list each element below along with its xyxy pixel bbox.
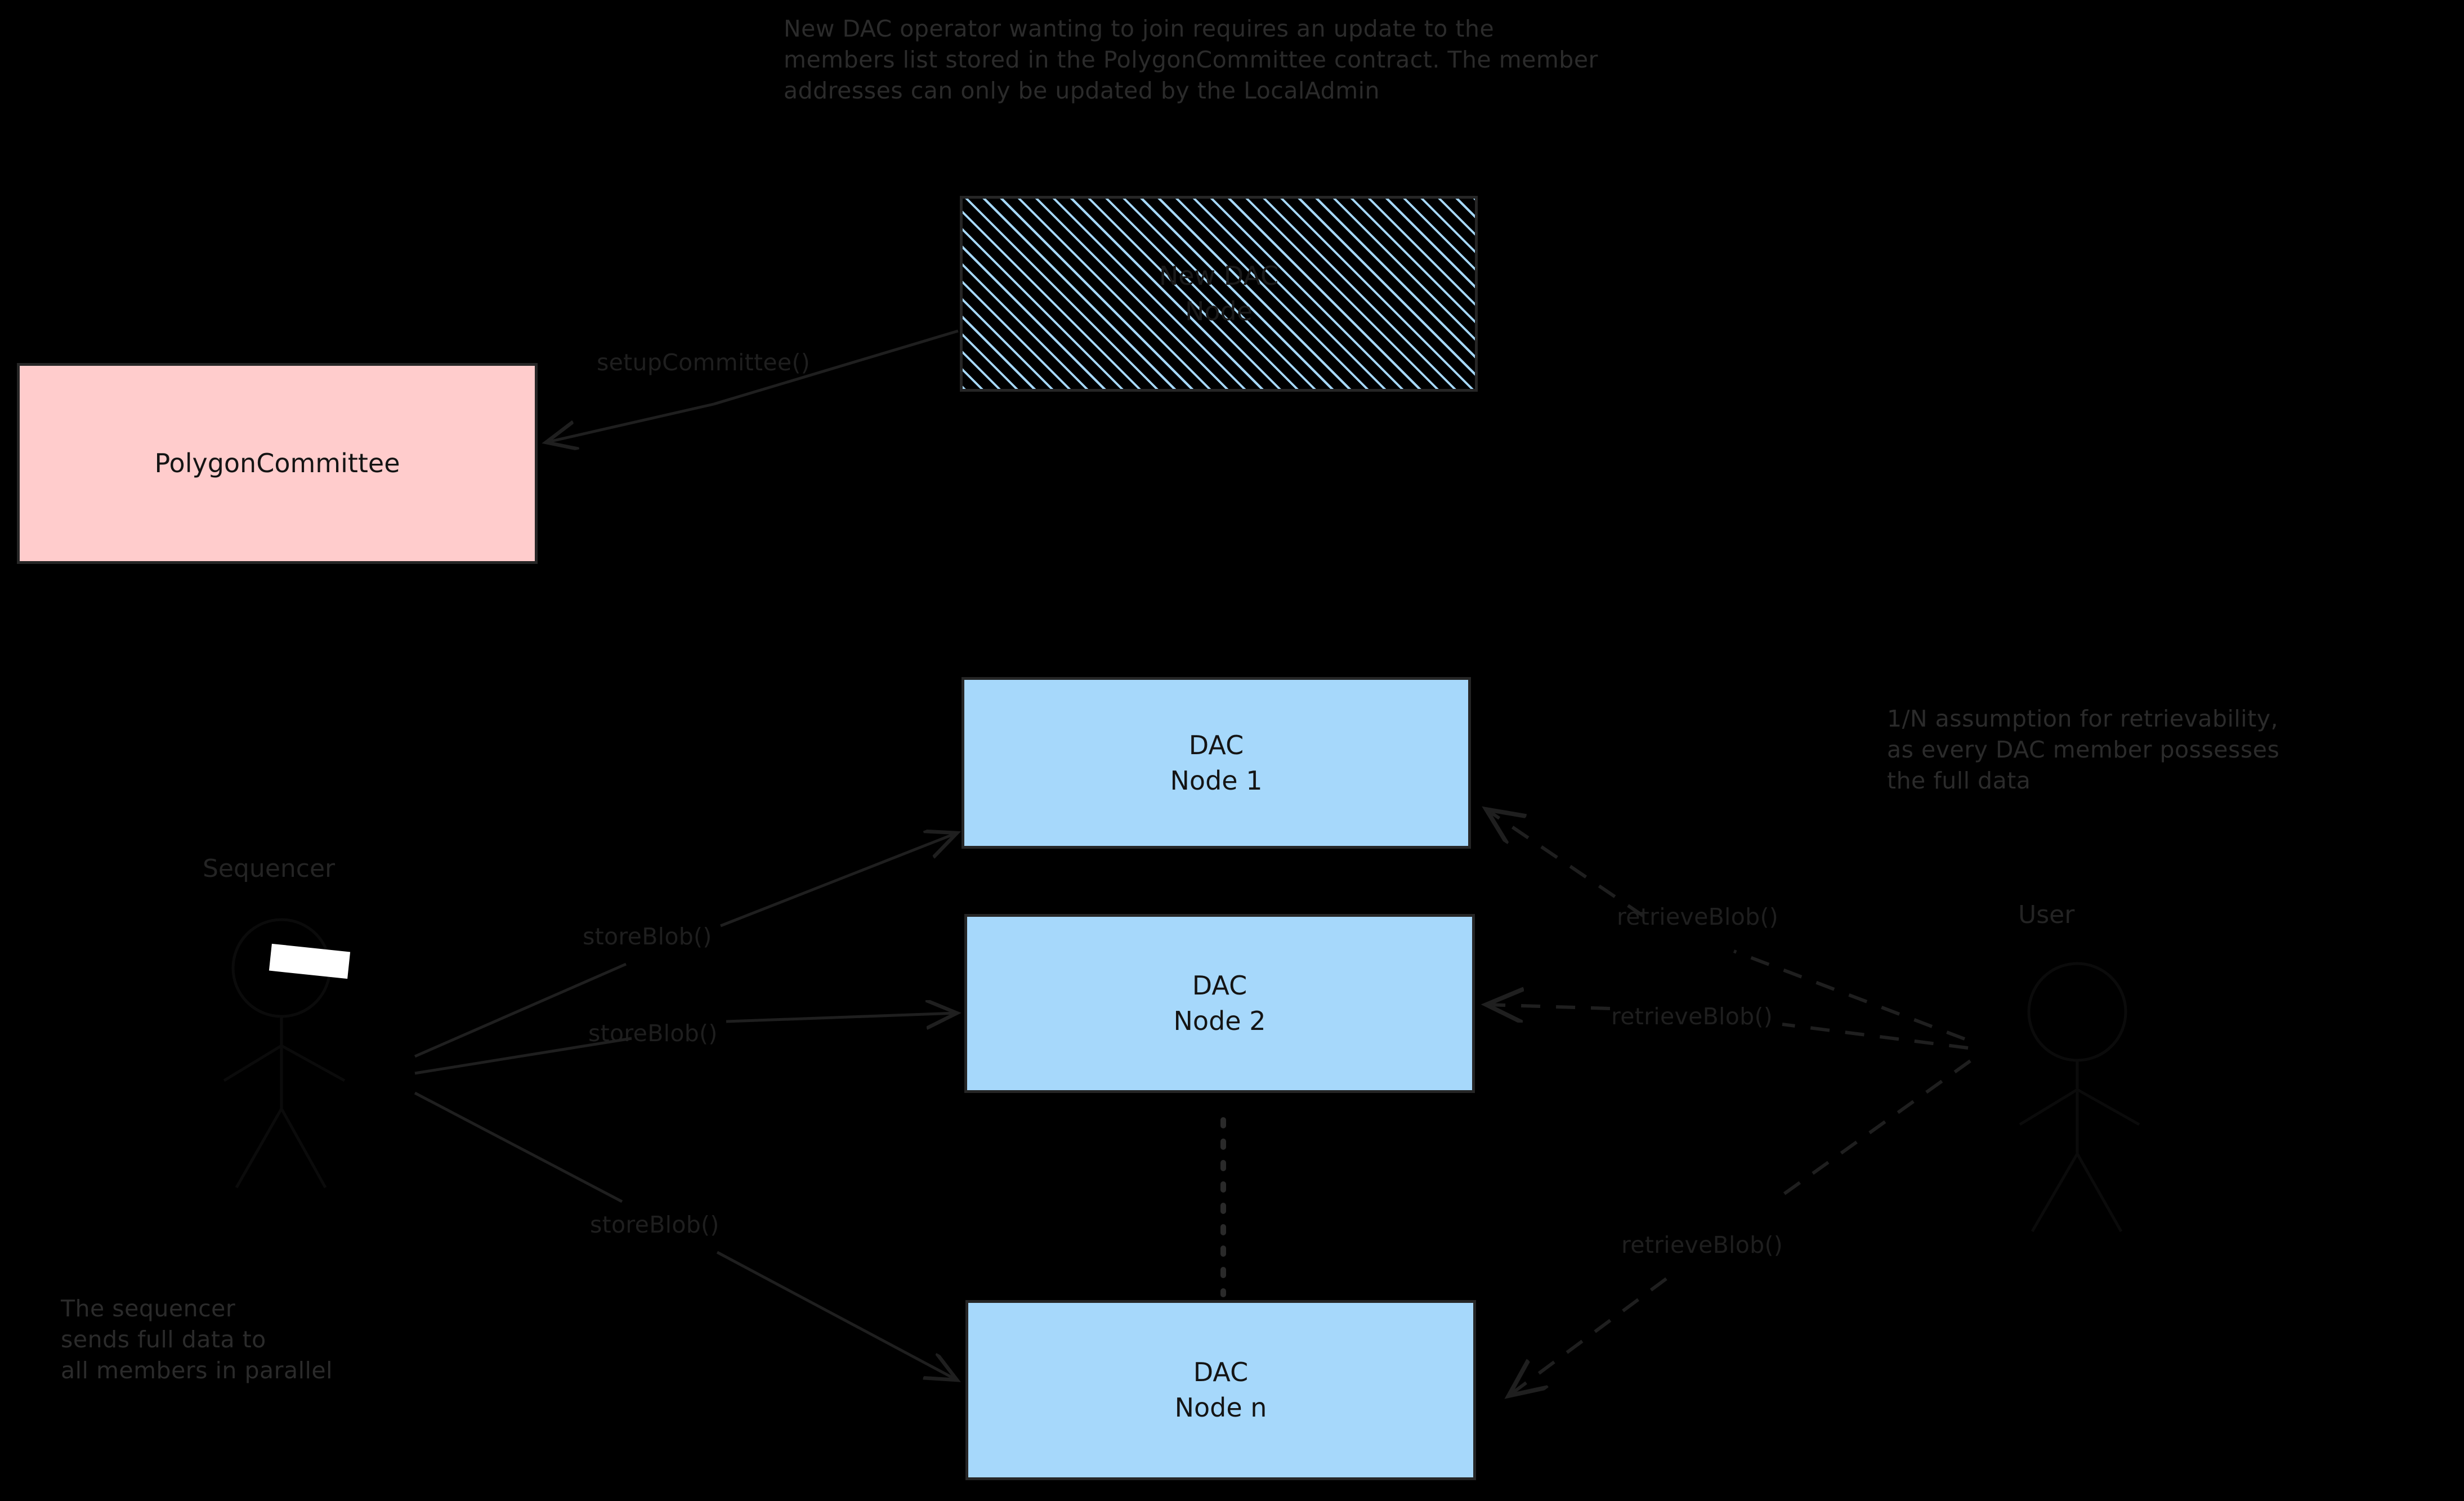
note-sequencer-parallel: The sequencer sends full data to all mem… [61,1295,333,1384]
edge-label-retrieve-blob-1: retrieveBlob() [1617,903,1779,930]
box-dac-node-1[interactable]: DAC Node 1 [962,677,1471,849]
arrow-setup-committee [546,329,959,442]
box-new-dac-node[interactable]: New DAC Node [960,196,1478,392]
actor-label-user: User [2018,900,2075,929]
edge-label-store-blob-1: storeBlob() [583,923,712,950]
box-dac-node-2[interactable]: DAC Node 2 [964,914,1475,1093]
box-dac-node-n[interactable]: DAC Node n [965,1300,1476,1480]
box-polygon-committee[interactable]: PolygonCommittee [17,363,538,564]
edge-label-setup-committee: setupCommittee() [597,349,811,376]
edge-label-retrieve-blob-2: retrieveBlob() [1611,1003,1773,1030]
note-retrievability: 1/N assumption for retrievability, as ev… [1887,705,2280,794]
edge-label-store-blob-n: storeBlob() [590,1211,719,1238]
user-figure [2019,962,2140,1233]
edge-label-retrieve-blob-n: retrieveBlob() [1621,1231,1783,1258]
note-new-operator: New DAC operator wanting to join require… [784,15,1598,104]
sequencer-badge-icon [269,943,351,979]
edge-label-store-blob-2: storeBlob() [588,1020,718,1047]
arrow-retrieve-blob-n [1509,1059,1971,1396]
actor-label-sequencer: Sequencer [203,854,336,883]
